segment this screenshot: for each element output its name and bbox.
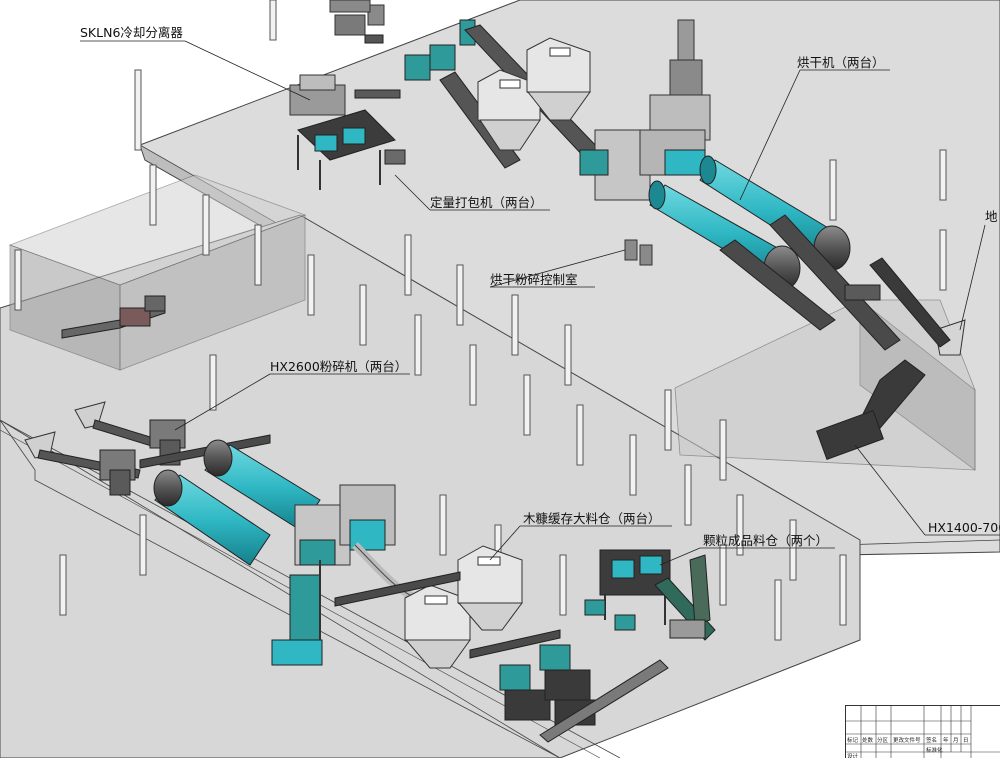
tb-header-7: 月: [953, 738, 959, 744]
tb-header-3: 分区: [877, 738, 889, 744]
label-dryer: 烘干机（两台）: [797, 55, 885, 70]
upper-silos: [477, 37, 591, 151]
left-enclosure-walls: [8, 174, 307, 371]
label-hx1400: HX1400-700: [928, 520, 1000, 535]
upper-dryer-drums: [648, 155, 901, 351]
label-cooling-separator: SKLN6冷却分离器: [80, 25, 183, 40]
upper-cyclone-tower: [579, 19, 711, 201]
label-control-room: 烘干粉碎控制室: [490, 272, 578, 287]
wood-bran-silos: [334, 545, 523, 669]
tb-design: 设计: [847, 754, 859, 758]
lower-dryer-drums: [153, 439, 321, 566]
label-pellet-silo: 颗粒成品料仓（两个）: [703, 533, 829, 548]
tb-header-2: 处数: [862, 738, 874, 744]
control-room-cabinets: [329, 0, 653, 266]
label-packing-machine: 定量打包机（两台）: [430, 195, 543, 210]
tb-header-8: 日: [963, 738, 969, 744]
tb-standard: 标准化: [926, 748, 943, 754]
lower-cyclone-tower: [271, 484, 422, 666]
tb-header-5: 签名: [926, 738, 938, 744]
label-wood-bran-silo: 木糠缓存大料仓（两台）: [523, 511, 661, 526]
tb-header-6: 年: [943, 738, 949, 744]
left-room-conveyor: [61, 295, 166, 339]
label-right-edge: 地: [985, 209, 998, 224]
pellet-mills: [469, 629, 596, 726]
drawing-title-block: 标记 处数 分区 更改文件号 签名 年 月 日 设计 标准化: [845, 705, 1000, 758]
columns: [14, 0, 947, 641]
hx1400-line: [816, 257, 966, 460]
label-hx2600-crusher: HX2600粉碎机（两台）: [270, 359, 408, 374]
title-block-grid: [846, 706, 1000, 758]
skln6-cooling-separator: [289, 4, 406, 190]
tb-header-4: 更改文件号: [893, 738, 921, 744]
leader-lines: [80, 40, 1000, 566]
pellet-product-bins: [539, 549, 716, 743]
tb-header-1: 标记: [847, 738, 859, 744]
